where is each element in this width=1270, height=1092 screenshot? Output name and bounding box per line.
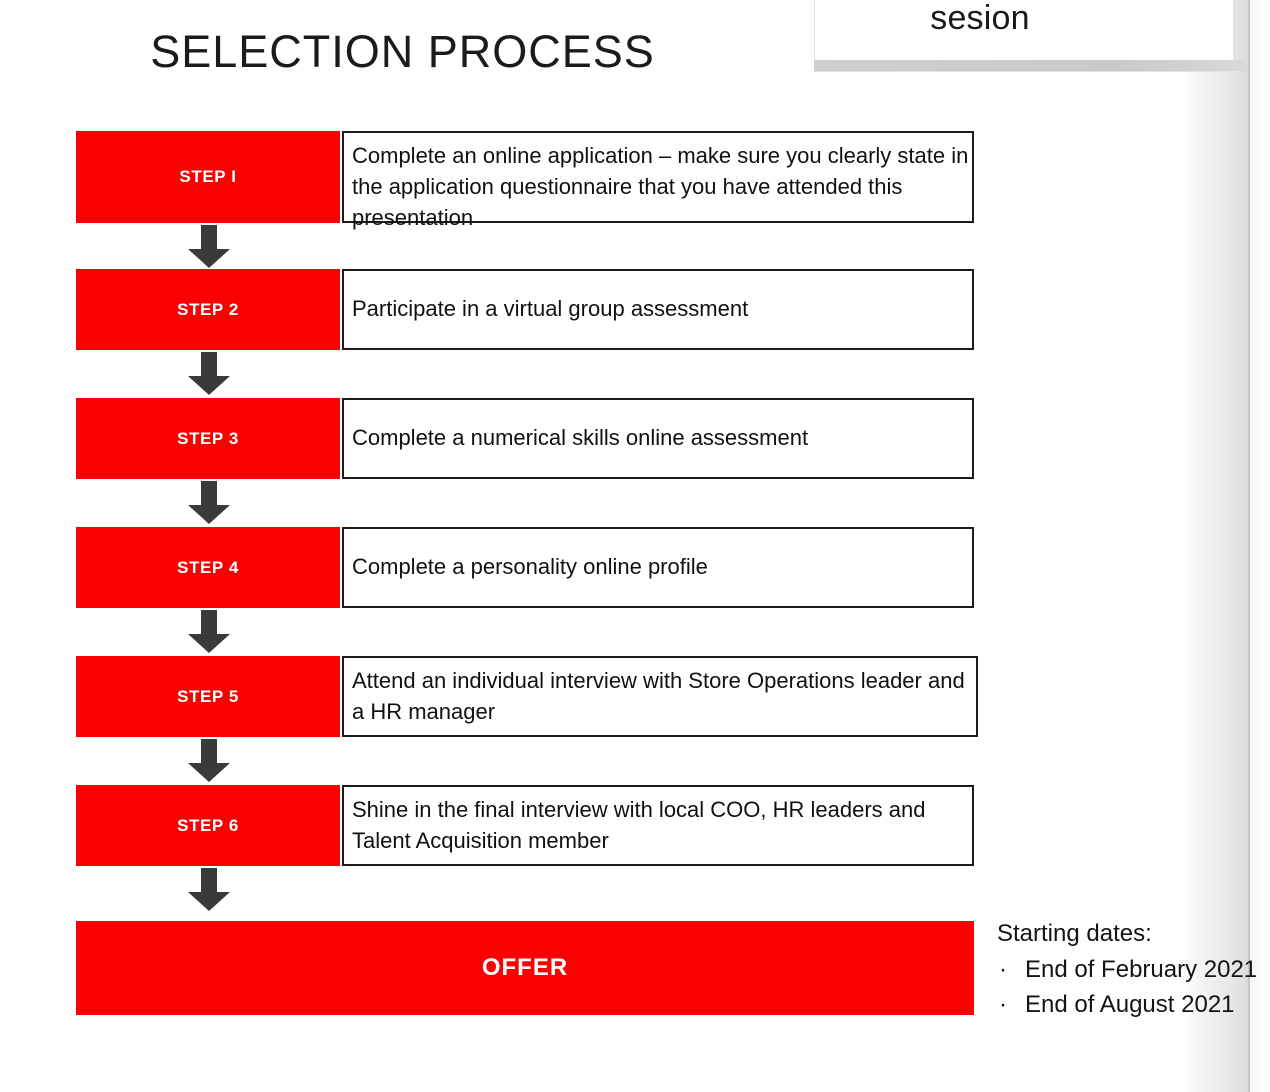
page-title: SELECTION PROCESS	[150, 26, 655, 77]
down-arrow-icon	[186, 225, 232, 269]
starting-dates-list: · End of February 2021 · End of August 2…	[997, 952, 1259, 1022]
flow-step-5: STEP 5 Attend an individual interview wi…	[76, 656, 992, 737]
list-item: · End of August 2021	[997, 987, 1259, 1022]
down-arrow-icon	[186, 868, 232, 912]
right-edge-outer-band	[1250, 0, 1270, 1092]
starting-date-label: End of August 2021	[1025, 991, 1235, 1018]
step-badge-label-1: STEP I	[179, 167, 237, 186]
step-badge-5[interactable]: STEP 5	[76, 656, 340, 737]
overlay-horizontal-rule	[814, 60, 1246, 71]
bullet-icon: ·	[999, 991, 1007, 1018]
step-description-4: Complete a personality online profile	[342, 527, 974, 608]
step-badge-label-2: STEP 2	[177, 299, 239, 319]
step-description-1: Complete an online application – make su…	[342, 131, 974, 230]
step-badge-label-3: STEP 3	[177, 428, 239, 448]
flow-step-6: STEP 6 Shine in the final interview with…	[76, 785, 988, 866]
flow-step-2: STEP 2 Participate in a virtual group as…	[76, 269, 988, 350]
right-edge-divider-line	[1248, 0, 1250, 1092]
step-description-5: Attend an individual interview with Stor…	[342, 656, 978, 737]
step-badge-label-5: STEP 5	[177, 686, 239, 706]
offer-label: OFFER	[481, 954, 569, 981]
down-arrow-icon	[186, 481, 232, 525]
flow-step-4: STEP 4 Complete a personality online pro…	[76, 527, 988, 608]
overlay-partial-title: sesion	[930, 0, 1030, 37]
step-description-2: Participate in a virtual group assessmen…	[342, 269, 974, 350]
step-description-6: Shine in the final interview with local …	[342, 785, 974, 866]
step-badge-3[interactable]: STEP 3	[76, 398, 340, 479]
starting-date-label: End of February 2021	[1025, 956, 1258, 983]
bullet-icon: ·	[999, 956, 1007, 983]
starting-dates-heading: Starting dates:	[997, 920, 1152, 947]
down-arrow-icon	[186, 352, 232, 396]
step-badge-label-4: STEP 4	[177, 557, 239, 577]
flow-step-1: STEP I Complete an online application – …	[76, 131, 988, 230]
step-badge-6[interactable]: STEP 6	[76, 785, 340, 866]
step-badge-4[interactable]: STEP 4	[76, 527, 340, 608]
list-item: · End of February 2021	[997, 952, 1259, 987]
down-arrow-icon	[186, 610, 232, 654]
right-edge-gradient-strip	[1180, 0, 1250, 1092]
step-badge-label-6: STEP 6	[177, 815, 239, 835]
step-description-3: Complete a numerical skills online asses…	[342, 398, 974, 479]
flow-step-3: STEP 3 Complete a numerical skills onlin…	[76, 398, 988, 479]
step-badge-1[interactable]: STEP I	[76, 131, 340, 223]
step-badge-2[interactable]: STEP 2	[76, 269, 340, 350]
starting-dates-block: Starting dates: · End of February 2021 ·…	[997, 918, 1259, 1022]
offer-bar[interactable]: OFFER	[76, 921, 974, 1015]
down-arrow-icon	[186, 739, 232, 783]
